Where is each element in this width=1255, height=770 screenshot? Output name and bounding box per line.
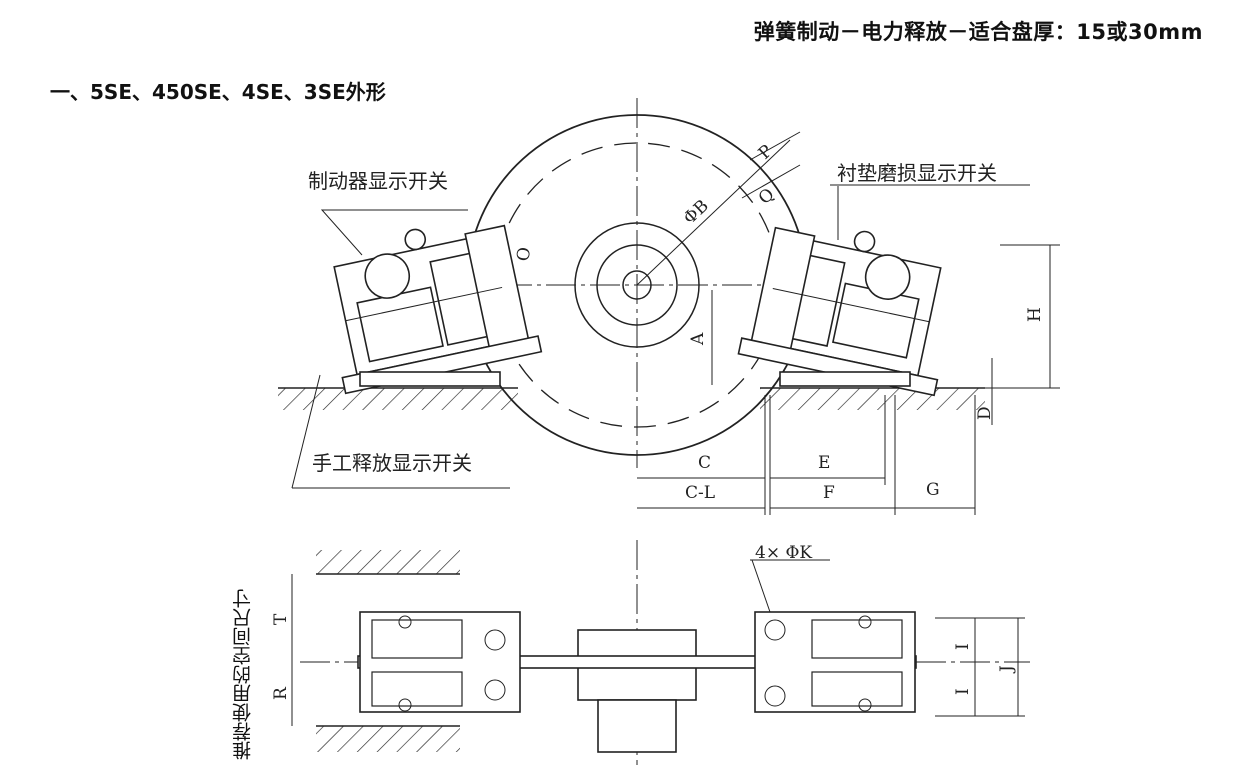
dim-C: C	[698, 453, 711, 473]
dim-I-lower: I	[953, 688, 973, 695]
dim-J: J	[997, 665, 1017, 674]
dim-F: F	[823, 483, 835, 503]
dim-E: E	[818, 453, 830, 473]
section-title: 一、5SE、450SE、4SE、3SE外形	[50, 80, 386, 104]
dim-P: P	[755, 141, 777, 163]
dim-holes: 4× ΦK	[755, 543, 812, 563]
dim-R: R	[271, 686, 291, 700]
dim-T: T	[271, 613, 291, 625]
callout-recommended-space: 推荐使用的空间尺寸	[232, 589, 254, 760]
page-header-title: 弹簧制动－电力释放－适合盘厚：15或30mm	[753, 20, 1203, 44]
leader-lines	[291, 184, 1030, 613]
dim-D: D	[975, 406, 995, 420]
dim-O: O	[513, 246, 535, 263]
callout-manual-release: 手工释放显示开关	[312, 451, 472, 475]
dim-C-L: C-L	[685, 483, 715, 503]
dimension-lines	[637, 244, 1060, 515]
right-caliper	[737, 226, 942, 397]
callout-brake-indicator: 制动器显示开关	[308, 169, 448, 193]
dim-I-upper: I	[953, 643, 973, 650]
ground-hatching	[278, 387, 985, 410]
dim-A: A	[688, 332, 708, 346]
plan-view	[291, 540, 1030, 765]
left-caliper	[333, 224, 543, 395]
dim-H: H	[1025, 307, 1045, 322]
dim-G: G	[926, 480, 940, 500]
dim-phiB: ΦB	[680, 196, 713, 229]
callout-lining-wear: 衬垫磨损显示开关	[837, 161, 997, 185]
